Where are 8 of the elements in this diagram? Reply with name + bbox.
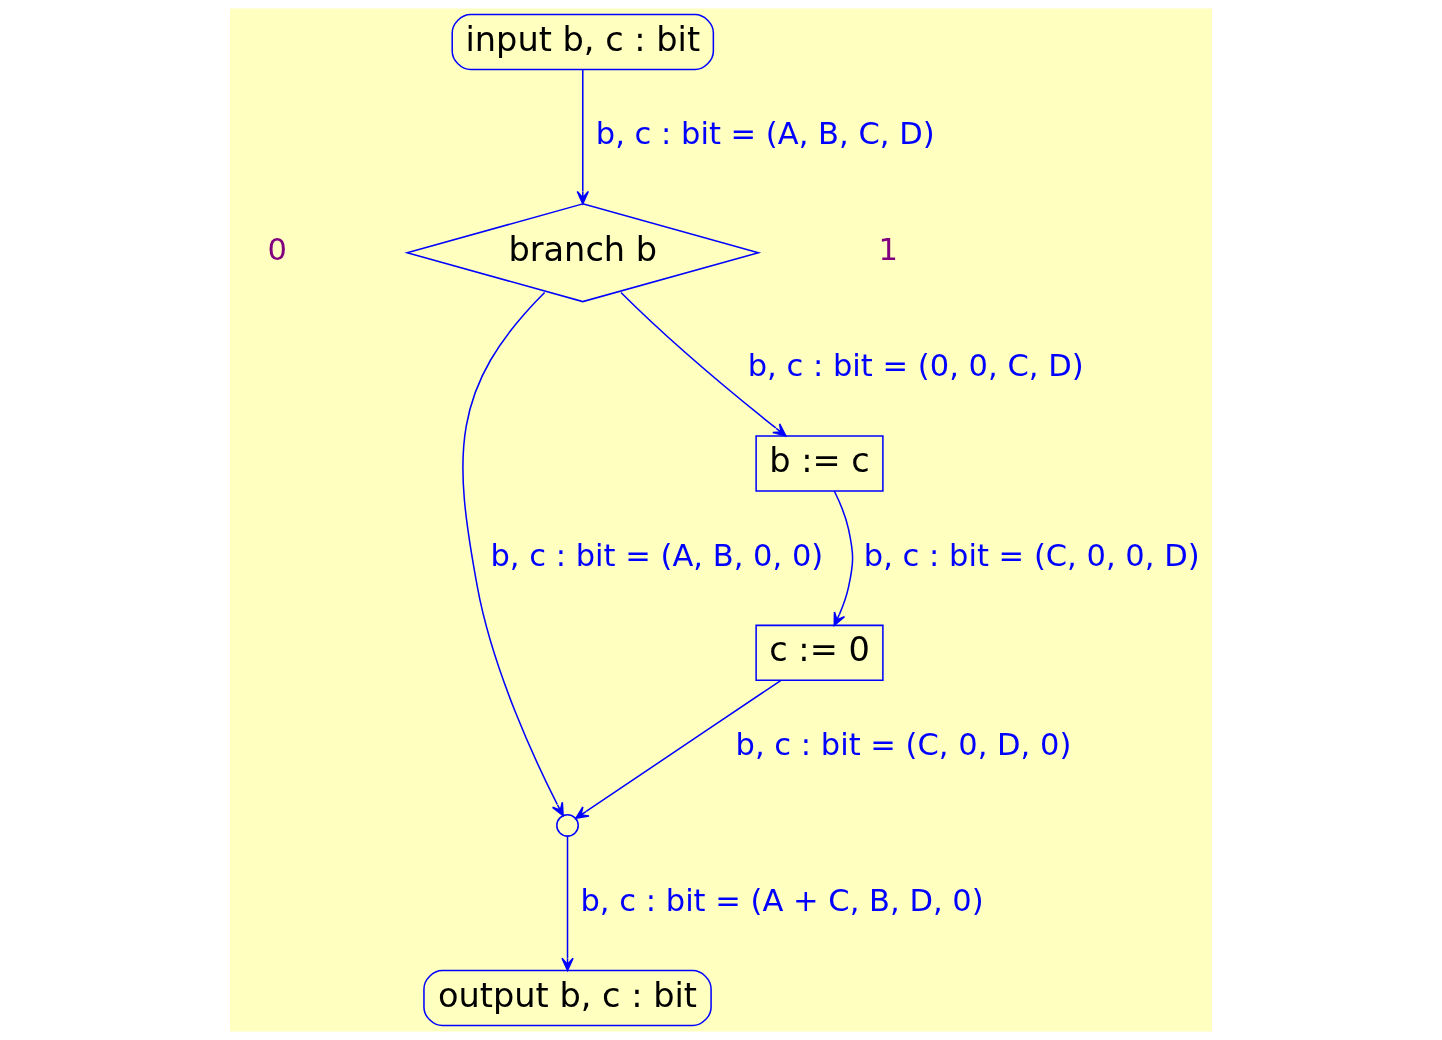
edge-label: b, c : bit = (A + C, B, D, 0): [580, 882, 984, 918]
edge-label: b, c : bit = (A, B, C, D): [595, 116, 935, 152]
edge-label: b, c : bit = (C, 0, D, 0): [735, 727, 1072, 763]
edge-label: b, c : bit = (C, 0, 0, D): [863, 537, 1200, 573]
label: 0: [267, 232, 288, 268]
label: 1: [878, 232, 898, 268]
edge-label: b, c : bit = (A, B, 0, 0): [490, 537, 824, 573]
edge-label: b, c : bit = (0, 0, C, D): [747, 348, 1084, 384]
